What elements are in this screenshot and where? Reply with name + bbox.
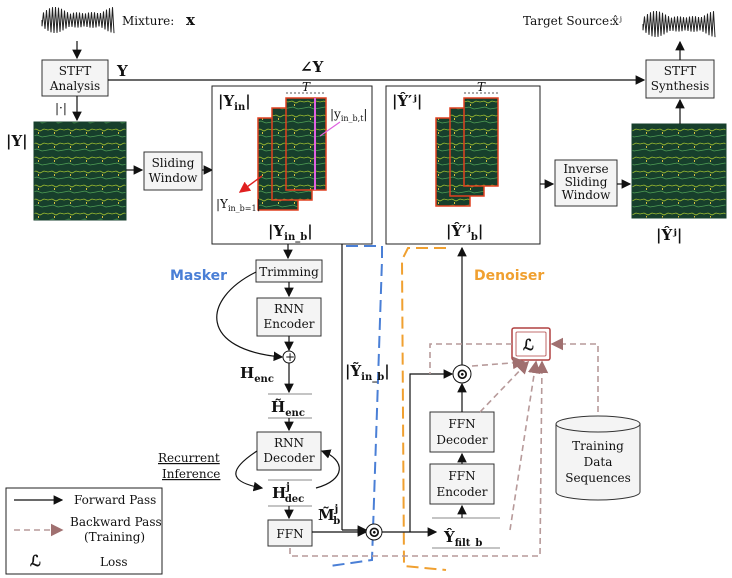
target-source-label: Target Source: [523, 14, 613, 28]
target-spectrogram [631, 123, 727, 219]
loss-symbol: ℒ [523, 336, 534, 354]
Y-symbol: Y [116, 62, 128, 80]
Y-prime-b-j-label: |Ŷ′ʲb| [446, 222, 483, 243]
denoiser-region-outline [400, 247, 447, 571]
ffn-mask-block [267, 519, 313, 547]
phase-symbol: ∠Y [300, 58, 324, 76]
ffn-decoder-label-1: FFN [448, 417, 475, 431]
ffn-decoder-block [429, 411, 495, 453]
training-data-label-3: Sequences [565, 471, 631, 485]
masker-title: Masker [170, 268, 227, 284]
recurrent-inference-label-1: Recurrent [158, 451, 220, 465]
T-label-output: T [477, 80, 486, 94]
Y-filt-label: Ŷfilt_b [443, 528, 482, 549]
rnn-encoder-block [256, 297, 322, 337]
stft-synthesis-block [645, 59, 715, 99]
stft-analysis-block [41, 59, 109, 97]
legend-box [5, 487, 163, 575]
training-data-label-1: Training [572, 439, 624, 453]
stft-analysis-label-1: STFT [59, 64, 92, 78]
legend-loss-label: Loss [100, 555, 128, 569]
sliding-window-label-2: Window [149, 171, 199, 185]
isw-label-1: Inverse [563, 162, 608, 176]
legend-loss-symbol: ℒ [30, 552, 41, 570]
ffn-mask-label: FFN [276, 527, 303, 541]
trimming-label: Trimming [259, 265, 319, 279]
legend-backward-label-1: Backward Pass [70, 515, 162, 529]
inverse-sliding-window-block [554, 159, 618, 207]
Y-in-b1-label: |Yin_b=1| [216, 197, 261, 213]
rnn-encoder-label-1: RNN [274, 302, 304, 316]
legend-forward-label: Forward Pass [74, 493, 156, 507]
target-waveform-icon [642, 10, 716, 38]
input-segment-stack [257, 97, 327, 211]
abs-Y-label: |Y| [6, 132, 28, 150]
denoiser-title: Denoiser [474, 268, 544, 284]
H-enc-label: Henc [240, 364, 274, 385]
Y-prime-j-label: |Ŷ′ʲ| [392, 92, 422, 110]
masker-region-outline [329, 245, 383, 567]
abs-operator: |·| [55, 101, 67, 115]
ffn-encoder-label-1: FFN [448, 469, 475, 483]
mixture-waveform-icon [40, 4, 115, 40]
ffn-decoder-label-2: Decoder [436, 433, 487, 447]
stft-analysis-label-2: Analysis [49, 79, 100, 93]
rnn-encoder-label-2: Encoder [264, 317, 315, 331]
isw-label-3: Window [562, 188, 612, 202]
rnn-decoder-label-1: RNN [274, 436, 304, 450]
training-data-label-2: Data [584, 455, 613, 469]
Y-in-label: |Yin| [218, 92, 251, 113]
Y-hat-j-label: |Ŷʲ| [656, 226, 682, 244]
mixture-symbol: x [186, 11, 196, 29]
target-source-symbol: x̂ʲ [612, 14, 622, 28]
ffn-encoder-block [429, 463, 495, 505]
plus-symbol: + [285, 350, 295, 364]
stft-synthesis-label-2: Synthesis [651, 79, 710, 93]
output-segment-stack [435, 97, 499, 207]
mixture-spectrogram [33, 121, 127, 221]
recurrent-inference-label-2: Inference [162, 467, 220, 481]
T-label: T [302, 80, 311, 94]
odot-symbol-denoiser: ⊙ [456, 365, 469, 383]
mixture-label: Mixture: [122, 14, 174, 28]
stft-synthesis-label-1: STFT [664, 64, 697, 78]
sliding-window-block [143, 151, 203, 191]
sliding-window-label-1: Sliding [152, 156, 195, 170]
odot-symbol-mask: ⊙ [368, 523, 381, 541]
Y-in-b-label: |Yin_b| [268, 222, 313, 243]
rnn-decoder-label-2: Decoder [263, 451, 314, 465]
isw-label-2: Sliding [565, 175, 608, 189]
legend-backward-label-2: (Training) [84, 530, 145, 544]
Y-tilde-in-label: |Ỹin_b| [345, 361, 390, 383]
training-data-cylinder [555, 415, 641, 501]
ffn-encoder-label-2: Encoder [437, 485, 488, 499]
y-inbt-label: |yin_b,t| [330, 107, 367, 123]
H-tilde-enc-label: H̃enc [271, 398, 305, 419]
